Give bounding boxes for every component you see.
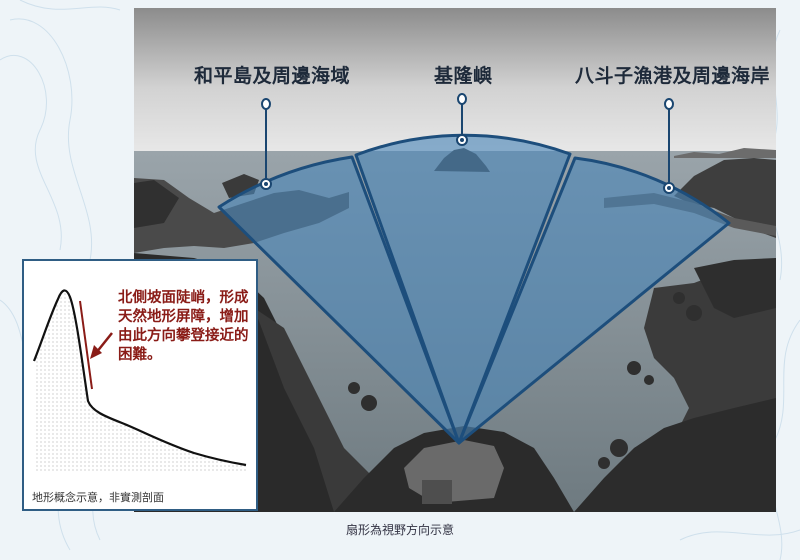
label-keelung-islet: 基隆嶼: [434, 65, 493, 87]
label-badouzi: 八斗子漁港及周邊海岸: [575, 65, 771, 87]
terrain-profile-graphic: [32, 289, 247, 471]
inset-description: 北側坡面陡峭，形成天然地形屏障，增加由此方向攀登接近的困難。: [118, 290, 249, 363]
fan-left: [217, 155, 461, 445]
terrain-profile-line: [32, 289, 247, 467]
fan-right: [457, 156, 731, 445]
steep-slope-marker: [79, 300, 93, 390]
figure-caption: 扇形為視野方向示意: [345, 523, 454, 537]
inset-caption: 地形概念示意，非實測剖面: [32, 491, 164, 504]
terrain-profile-inset: 北側坡面陡峭，形成天然地形屏障，增加由此方向攀登接近的困難。 地形概念示意，非實…: [22, 259, 258, 511]
terrain-fill: [34, 290, 246, 471]
coastal-photo: [134, 8, 776, 512]
marker-pin-right: [664, 98, 674, 110]
arrow-icon: [95, 332, 113, 354]
label-heping-island: 和平島及周邊海域: [194, 65, 351, 87]
badouzi-coast: [674, 158, 776, 238]
marker-pin-center: [457, 93, 467, 105]
marker-pin-left: [261, 98, 271, 110]
